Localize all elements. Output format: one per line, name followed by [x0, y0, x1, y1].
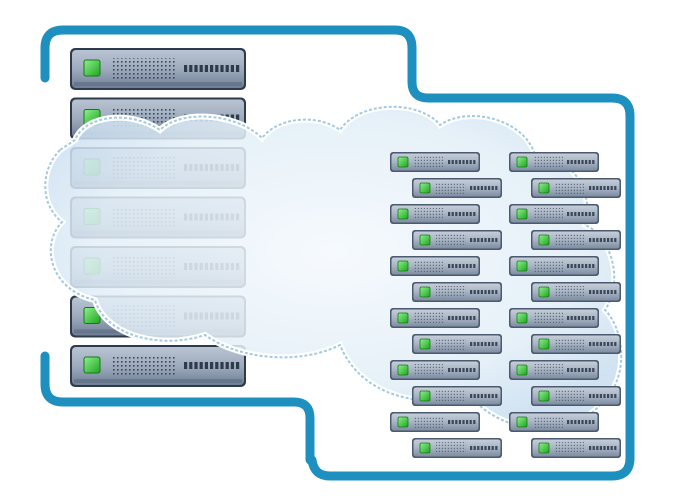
small-server-unit	[412, 282, 502, 302]
status-led-icon	[83, 59, 101, 77]
status-led-icon	[419, 234, 431, 246]
large-server-unit	[70, 48, 246, 90]
small-server-unit	[509, 412, 599, 432]
status-led-icon	[538, 442, 550, 454]
small-server-unit	[390, 360, 480, 380]
frame-bracket	[40, 25, 635, 481]
status-led-icon	[397, 208, 409, 220]
status-led-icon	[538, 182, 550, 194]
small-server-unit	[390, 256, 480, 276]
small-server-unit	[509, 204, 599, 224]
status-led-icon	[419, 286, 431, 298]
status-led-icon	[83, 356, 101, 374]
small-server-unit	[509, 308, 599, 328]
large-server-unit	[70, 345, 246, 387]
small-server-unit	[531, 178, 621, 198]
small-server-unit	[390, 152, 480, 172]
status-led-icon	[397, 156, 409, 168]
small-server-unit	[390, 308, 480, 328]
status-led-icon	[397, 312, 409, 324]
status-led-icon	[516, 208, 528, 220]
small-server-unit	[531, 438, 621, 458]
status-led-icon	[419, 338, 431, 350]
small-server-unit	[390, 204, 480, 224]
small-server-grid	[390, 152, 621, 458]
status-led-icon	[516, 364, 528, 376]
status-led-icon	[538, 338, 550, 350]
status-led-icon	[419, 390, 431, 402]
small-server-unit	[531, 334, 621, 354]
status-led-icon	[516, 312, 528, 324]
small-server-unit	[509, 256, 599, 276]
status-led-icon	[419, 442, 431, 454]
status-led-icon	[397, 260, 409, 272]
small-server-unit	[412, 386, 502, 406]
status-led-icon	[538, 234, 550, 246]
small-server-unit	[531, 386, 621, 406]
status-led-icon	[419, 182, 431, 194]
small-server-unit	[509, 152, 599, 172]
small-server-unit	[531, 230, 621, 250]
small-server-unit	[412, 334, 502, 354]
status-led-icon	[516, 260, 528, 272]
small-server-unit	[412, 230, 502, 250]
status-led-icon	[538, 286, 550, 298]
status-led-icon	[538, 390, 550, 402]
status-led-icon	[516, 416, 528, 428]
status-led-icon	[397, 416, 409, 428]
small-server-unit	[531, 282, 621, 302]
status-led-icon	[516, 156, 528, 168]
small-server-unit	[412, 438, 502, 458]
small-server-unit	[509, 360, 599, 380]
small-server-unit	[390, 412, 480, 432]
small-server-unit	[412, 178, 502, 198]
status-led-icon	[397, 364, 409, 376]
